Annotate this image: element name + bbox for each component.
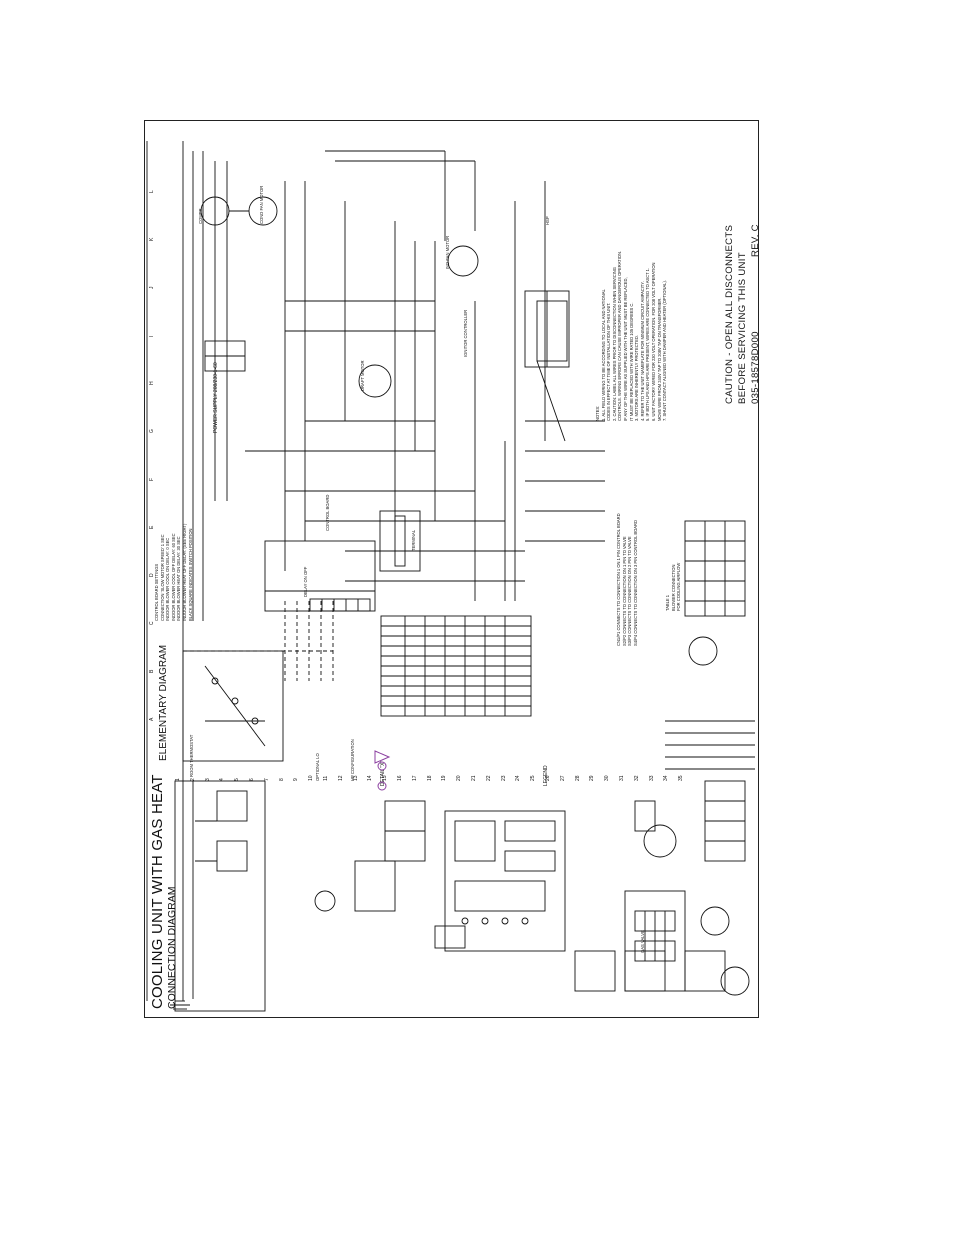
rung-number: 28 (574, 775, 581, 781)
wiring-schematic (146, 141, 755, 1012)
rung-number: 1 (175, 778, 181, 781)
rung-number: 17 (411, 775, 418, 781)
rung-number: 23 (500, 775, 507, 781)
rung-number: 35 (678, 775, 685, 781)
rung-number: 13 (352, 775, 359, 781)
rung-number: 4 (219, 778, 226, 781)
rung-number: 29 (589, 775, 596, 781)
zone-letter: J (149, 286, 155, 290)
rung-number: 15 (382, 775, 389, 781)
rung-number: 14 (367, 775, 374, 781)
rung-number: 30 (604, 775, 611, 781)
rung-number: 21 (471, 775, 477, 781)
zone-letter: F (149, 477, 155, 481)
rung-number: 6 (249, 778, 255, 781)
rung-number: 9 (293, 778, 300, 781)
zone-letter: H (149, 381, 155, 385)
rung-number: 27 (559, 775, 566, 781)
zone-letter: L (149, 190, 155, 193)
rung-number: 16 (397, 775, 403, 781)
rung-number: 20 (456, 775, 463, 781)
rung-number: 19 (441, 775, 448, 781)
rung-number: 18 (426, 775, 433, 781)
zone-letter: A (149, 717, 155, 721)
rung-number: 5 (234, 778, 241, 781)
rung-number: 11 (323, 775, 329, 781)
zone-letter: B (149, 669, 155, 673)
zone-letter: D (149, 573, 155, 577)
rung-number: 12 (337, 775, 344, 781)
rung-number: 22 (485, 775, 492, 781)
rung-number: 25 (530, 775, 537, 781)
rung-number: 31 (619, 775, 625, 781)
zone-letter: C (149, 621, 155, 625)
rung-number: 24 (515, 775, 522, 781)
rung-number: 33 (648, 775, 655, 781)
rung-number: 26 (545, 775, 551, 781)
rung-number: 3 (204, 778, 211, 781)
zone-letter: K (149, 237, 155, 241)
diagram-sheet: COOLING UNIT WITH GAS HEAT CONNECTION DI… (144, 120, 761, 1018)
zone-letter: G (149, 429, 155, 433)
rung-number: 10 (308, 775, 315, 781)
rung-number: 8 (278, 778, 285, 781)
rung-number: 2 (189, 778, 196, 781)
rung-number: 7 (263, 778, 270, 781)
rung-number: 32 (633, 775, 640, 781)
zone-letter: E (149, 525, 155, 529)
rung-number: 34 (663, 775, 670, 781)
zone-letter: I (149, 335, 155, 337)
